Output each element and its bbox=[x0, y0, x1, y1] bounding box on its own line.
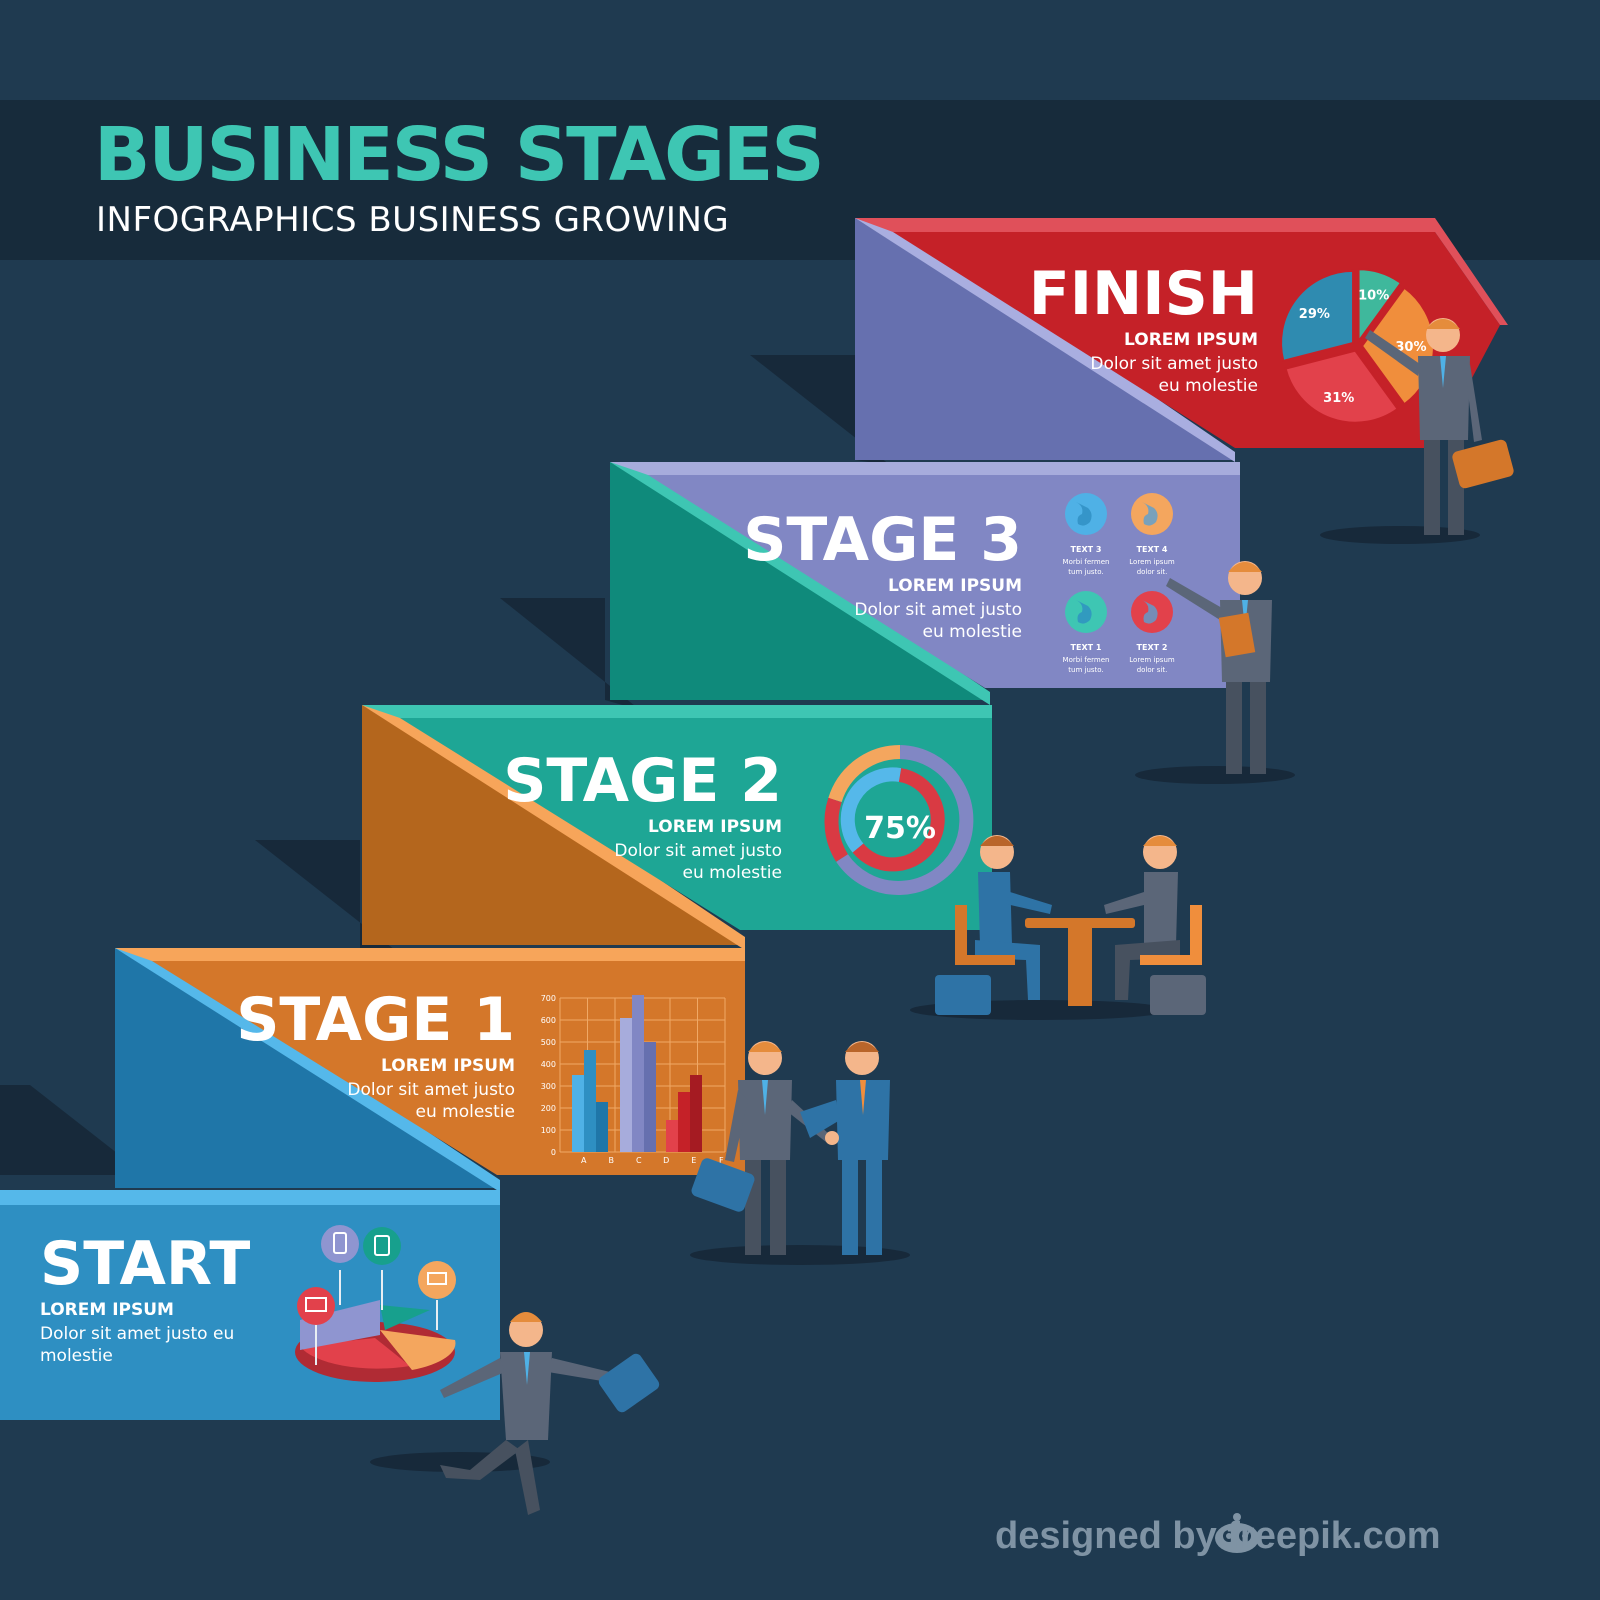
globe-line1: Lorem ipsum bbox=[1129, 656, 1175, 664]
globe-continent-icon bbox=[1142, 600, 1158, 624]
monitor-pin-icon bbox=[297, 1287, 335, 1325]
finish-stage-title: FINISH bbox=[1028, 259, 1258, 329]
bar-x-tick-label: F bbox=[719, 1156, 724, 1165]
globe-line2: dolor sit. bbox=[1137, 666, 1168, 674]
stage2-stage-title: STAGE 2 bbox=[503, 746, 782, 816]
stage3-stage-text: Dolor sit amet justo eu molestie bbox=[854, 600, 1022, 642]
pie-slice bbox=[1280, 269, 1355, 363]
tablet-pin-icon bbox=[363, 1227, 401, 1265]
meeting-businessmen-figure bbox=[910, 835, 1206, 1020]
laptop-pin-icon bbox=[418, 1261, 456, 1299]
stage1-step-edge bbox=[115, 948, 500, 1192]
stage3-step-edge bbox=[610, 462, 990, 705]
stage2-stage-text: Dolor sit amet justo eu molestie bbox=[614, 841, 782, 883]
bar-mark bbox=[644, 1042, 656, 1152]
start-3d-pie bbox=[295, 1225, 456, 1382]
pie-slice bbox=[1357, 268, 1403, 345]
start-stage-title: START bbox=[40, 1229, 251, 1299]
stage2-stage-heading: LOREM IPSUM bbox=[648, 817, 782, 837]
bar-mark bbox=[678, 1092, 690, 1152]
step-shadow bbox=[255, 840, 395, 950]
bar-y-tick-label: 300 bbox=[541, 1082, 556, 1091]
phone-pin-icon bbox=[321, 1225, 359, 1263]
handshake-businessmen-figure bbox=[690, 1041, 910, 1265]
bar-y-tick-label: 600 bbox=[541, 1016, 556, 1025]
presenter-finish-figure bbox=[1320, 318, 1514, 544]
step-shadow bbox=[0, 1085, 145, 1175]
bar-y-tick-label: 200 bbox=[541, 1104, 556, 1113]
globe-title: TEXT 4 bbox=[1137, 545, 1168, 554]
page-subtitle: INFOGRAPHICS BUSINESS GROWING bbox=[96, 200, 730, 240]
globe-title: TEXT 1 bbox=[1071, 643, 1102, 652]
finish-stage-heading: LOREM IPSUM bbox=[1124, 330, 1258, 350]
bar-y-tick-label: 400 bbox=[541, 1060, 556, 1069]
stage2-ring-chart: 75% bbox=[824, 745, 974, 895]
stage1-bar-chart: 700 600 500 400 300 200 100 0 A B C D E F bbox=[541, 994, 726, 1165]
bar-x-tick-label: C bbox=[636, 1156, 642, 1165]
stage1-stage-heading: LOREM IPSUM bbox=[381, 1056, 515, 1076]
stage3-step-top bbox=[610, 462, 1240, 475]
stage1-step-top bbox=[115, 948, 745, 961]
finish-pie-chart: 10% 30% 31% 29% bbox=[1280, 268, 1435, 424]
stage3-globes: TEXT 3 Morbi fermen tum justo. TEXT 4 Lorem … bbox=[1063, 493, 1175, 674]
bar-y-tick-label: 100 bbox=[541, 1126, 556, 1135]
start-stage-text: Dolor sit amet justo eu molestie bbox=[40, 1324, 235, 1366]
pie-slice-label: 31% bbox=[1323, 391, 1354, 406]
ring-value-label: 75% bbox=[864, 811, 936, 846]
globe-line1: Morbi fermen bbox=[1063, 656, 1110, 664]
bar-y-tick-label: 0 bbox=[551, 1148, 556, 1157]
bar-y-tick-label: 500 bbox=[541, 1038, 556, 1047]
bar-y-tick-label: 700 bbox=[541, 994, 556, 1003]
globe-continent-icon bbox=[1076, 502, 1092, 526]
globe-line1: Morbi fermen bbox=[1063, 558, 1110, 566]
bar-mark bbox=[584, 1050, 596, 1152]
globe-continent-icon bbox=[1142, 502, 1158, 526]
start-stage-heading: LOREM IPSUM bbox=[40, 1300, 174, 1320]
step-shadow bbox=[500, 598, 640, 710]
globe-line2: tum justo. bbox=[1068, 568, 1103, 576]
stage2-step-top bbox=[362, 705, 992, 718]
globe-title: TEXT 2 bbox=[1137, 643, 1168, 652]
bar-mark bbox=[572, 1075, 584, 1152]
globe-line2: tum justo. bbox=[1068, 666, 1103, 674]
globe-line2: dolor sit. bbox=[1137, 568, 1168, 576]
globe-line1: Lorem ipsum bbox=[1129, 558, 1175, 566]
globe-continent-icon bbox=[1076, 600, 1092, 624]
stage3-stage-title: STAGE 3 bbox=[743, 505, 1022, 575]
presenter-stage3-figure bbox=[1135, 561, 1295, 784]
finish-step-top bbox=[855, 218, 1508, 325]
bar-mark bbox=[666, 1120, 678, 1152]
start-step-top bbox=[0, 1190, 500, 1205]
pie-slice-label: 30% bbox=[1395, 340, 1426, 355]
globe-title: TEXT 3 bbox=[1071, 545, 1102, 554]
bar-mark bbox=[632, 995, 644, 1152]
finish-stage-text: Dolor sit amet justo eu molestie bbox=[1090, 354, 1258, 396]
bar-mark bbox=[596, 1102, 608, 1152]
freepik-logo-icon bbox=[1215, 1513, 1259, 1553]
bar-x-tick-label: A bbox=[581, 1156, 587, 1165]
finish-step-edge bbox=[855, 218, 1235, 462]
pie-slice bbox=[1284, 349, 1400, 424]
bar-x-tick-label: B bbox=[609, 1156, 615, 1165]
pie-slice-label: 29% bbox=[1299, 307, 1330, 322]
page-title: BUSINESS STAGES bbox=[94, 112, 825, 198]
running-businessman-figure bbox=[370, 1312, 660, 1515]
freepik-watermark: designed by freepik.com bbox=[995, 1515, 1441, 1557]
stage3-stage-heading: LOREM IPSUM bbox=[888, 576, 1022, 596]
stage1-stage-text: Dolor sit amet justo eu molestie bbox=[347, 1080, 515, 1122]
stage1-stage-title: STAGE 1 bbox=[236, 985, 515, 1055]
bar-mark bbox=[620, 1018, 632, 1152]
bar-x-tick-label: D bbox=[663, 1156, 669, 1165]
pie-slice-label: 10% bbox=[1358, 289, 1389, 304]
bar-mark bbox=[690, 1075, 702, 1152]
stage2-step-edge bbox=[362, 705, 745, 950]
bar-x-tick-label: E bbox=[691, 1156, 696, 1165]
